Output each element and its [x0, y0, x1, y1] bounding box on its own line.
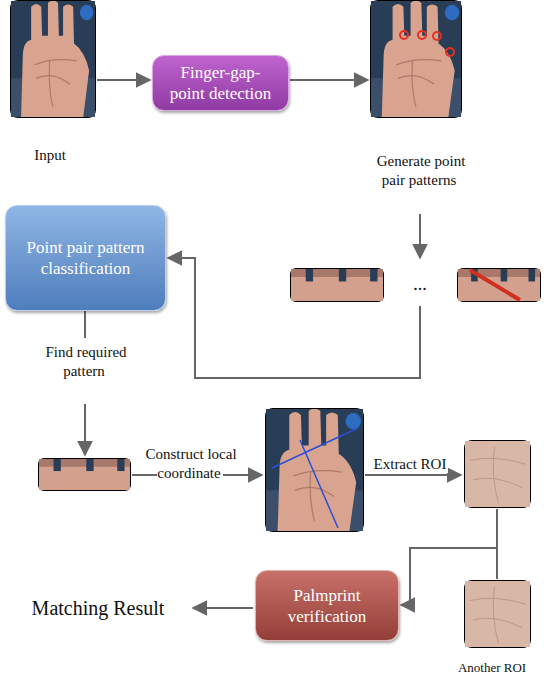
label-holder: ... — [400, 273, 440, 296]
detected-photo — [370, 0, 462, 118]
box-text: Point pair pattern classification — [6, 237, 165, 279]
pattern-strip — [457, 268, 541, 302]
flow-label: Extract ROI — [372, 455, 449, 473]
flow-label: ... — [411, 273, 429, 295]
label-holder: Extract ROI — [370, 455, 450, 474]
label-holder: Matching Result — [5, 596, 191, 621]
label-holder: Construct local coordinate — [140, 445, 240, 483]
box-text: Palmprint verification — [256, 585, 398, 627]
label-holder: Input — [15, 146, 85, 165]
roi-image — [464, 440, 531, 508]
roi-image — [464, 580, 531, 648]
process-box: Finger-gap-point detection — [152, 55, 289, 111]
coordinate-photo — [265, 408, 364, 532]
flow-label: Construct local coordinate — [143, 445, 236, 482]
pattern-strip — [290, 268, 384, 302]
label-holder: Generate point pair patterns — [365, 152, 475, 190]
flow-label: Generate point pair patterns — [375, 152, 466, 189]
process-box: Palmprint verification — [255, 570, 399, 641]
label-holder: Another ROI — [440, 660, 544, 676]
flow-label: Another ROI — [456, 659, 528, 676]
flow-label: Find required pattern — [43, 343, 126, 380]
label-holder: Find required pattern — [40, 343, 130, 381]
flow-arrows — [85, 80, 497, 608]
input-photo — [10, 0, 96, 118]
flow-label: Matching Result — [30, 596, 167, 620]
flow-label: Input — [32, 146, 68, 164]
pattern-strip — [38, 458, 131, 491]
box-text: Finger-gap-point detection — [153, 62, 288, 104]
process-box: Point pair pattern classification — [5, 205, 166, 311]
